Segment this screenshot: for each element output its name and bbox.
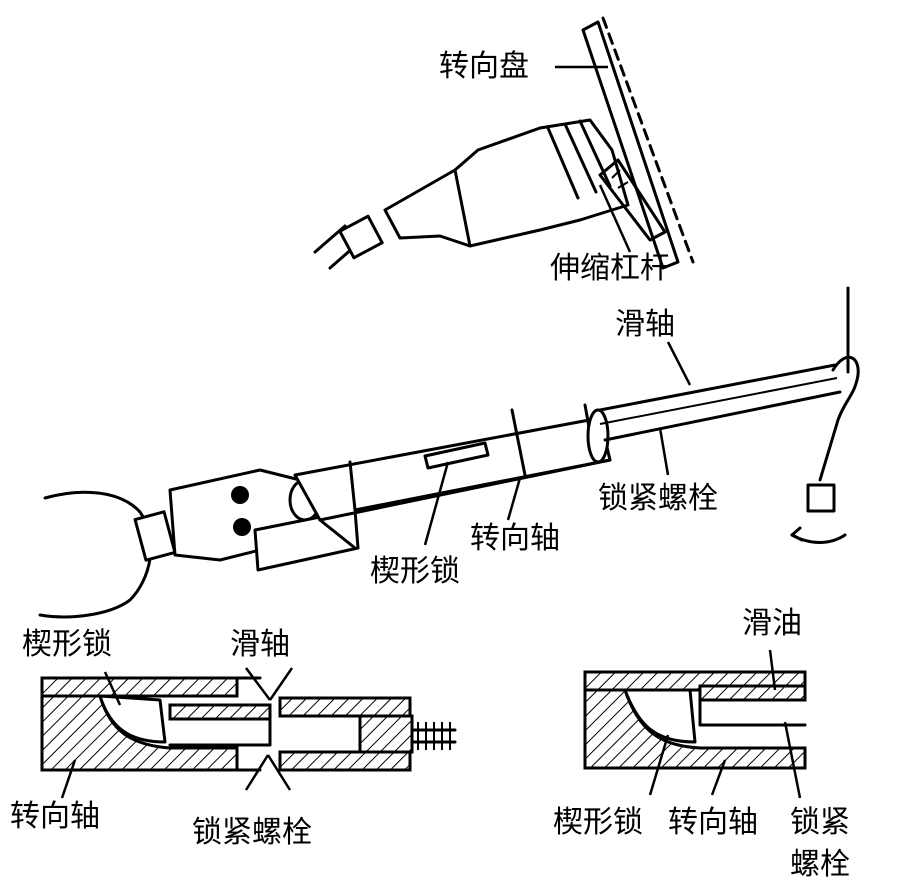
label-wedge-lock-left: 楔形锁 bbox=[22, 627, 112, 662]
section-left bbox=[40, 667, 457, 791]
column-assembly bbox=[38, 286, 860, 619]
label-lock-bolt-left: 锁紧螺栓 bbox=[192, 815, 312, 850]
label-slide-shaft-left: 滑轴 bbox=[230, 627, 290, 662]
label-wedge-lock-right: 楔形锁 bbox=[553, 805, 643, 840]
steering-wheel-assembly bbox=[313, 16, 695, 270]
label-lock-bolt-right-2: 螺栓 bbox=[790, 847, 850, 882]
label-steering-shaft-right: 转向轴 bbox=[668, 805, 758, 840]
label-lock-bolt-top: 锁紧螺栓 bbox=[598, 481, 718, 516]
label-wedge-lock-mid: 楔形锁 bbox=[370, 554, 460, 589]
label-steering-shaft-mid: 转向轴 bbox=[470, 521, 560, 556]
label-telescopic-lever: 伸缩杠杆 bbox=[550, 251, 670, 286]
label-steering-shaft-left: 转向轴 bbox=[10, 799, 100, 834]
label-slide-shaft-top: 滑轴 bbox=[615, 307, 675, 342]
section-right bbox=[583, 670, 807, 770]
label-slide-oil-right: 滑油 bbox=[742, 606, 802, 641]
label-steering-wheel: 转向盘 bbox=[439, 49, 529, 84]
leader-lines bbox=[60, 65, 802, 799]
label-lock-bolt-right-1: 锁紧 bbox=[790, 805, 850, 840]
